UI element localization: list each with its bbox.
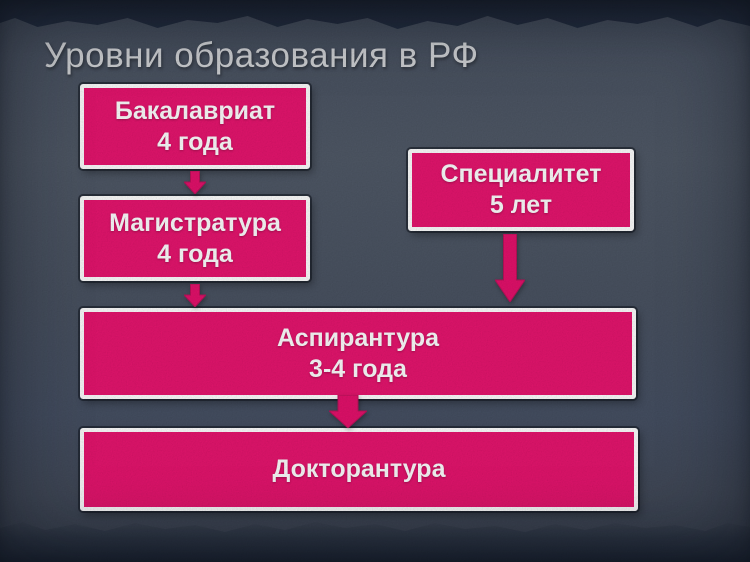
node-label: Бакалавриат bbox=[114, 96, 276, 125]
down-arrow-icon bbox=[495, 234, 525, 302]
node-label: Магистратура bbox=[109, 208, 281, 237]
node-master: Магистратура 4 года bbox=[80, 196, 310, 281]
node-doctoral: Докторантура bbox=[80, 428, 638, 511]
node-duration: 4 года bbox=[157, 127, 233, 156]
node-label: Докторантура bbox=[272, 455, 446, 483]
node-duration: 4 года bbox=[157, 239, 233, 268]
down-arrow-icon bbox=[329, 395, 367, 428]
down-arrow-icon bbox=[184, 171, 206, 194]
edge-bachelor-to-master bbox=[184, 171, 206, 194]
node-duration: 5 лет bbox=[489, 191, 553, 219]
node-label: Специалитет bbox=[440, 160, 602, 188]
bottom-texture-band bbox=[0, 522, 750, 562]
node-specialist: Специалитет 5 лет bbox=[408, 149, 634, 231]
node-duration: 3-4 года bbox=[309, 354, 407, 383]
edge-postgraduate-to-doctoral bbox=[329, 395, 367, 428]
edge-specialist-to-postgraduate bbox=[495, 234, 525, 302]
edge-master-to-postgraduate bbox=[184, 284, 206, 307]
node-label: Аспирантура bbox=[277, 323, 439, 352]
down-arrow-icon bbox=[184, 284, 206, 307]
node-bachelor: Бакалавриат 4 года bbox=[80, 84, 310, 169]
top-texture-band bbox=[0, 0, 750, 29]
node-postgraduate: Аспирантура 3-4 года bbox=[80, 308, 636, 399]
slide-title: Уровни образования в РФ bbox=[44, 36, 479, 75]
